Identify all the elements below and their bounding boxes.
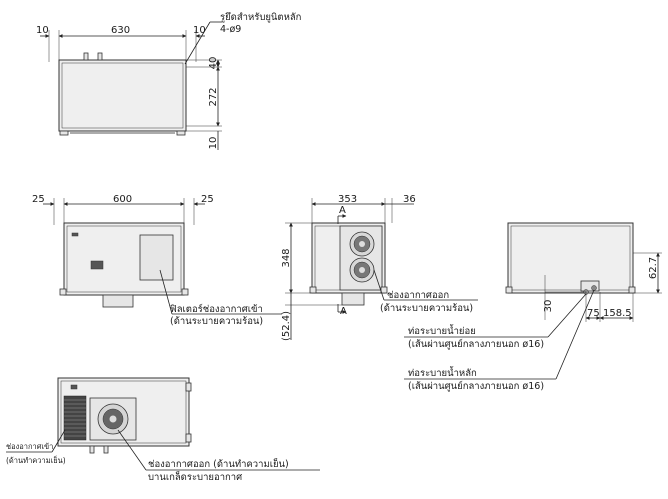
bottom-louver-label: บานเกล็ดระบายอากาศ xyxy=(148,470,242,483)
side-view: 353 36 A A 348 (52.4) ช่องอากาศออก (ด้าน… xyxy=(281,194,478,341)
bottom-outlet-label: ช่องอากาศออก (ด้านทำความเย็น) xyxy=(148,457,289,470)
filter-sub: (ด้านระบายความร้อน) xyxy=(170,316,263,327)
mount-hole-spec: 4-ø9 xyxy=(220,24,241,35)
filter-label: ฟิลเตอร์ช่องอากาศเข้า xyxy=(170,303,263,315)
drain-main-label: ท่อระบายน้ำหลัก xyxy=(408,366,477,379)
front-margin-left-label: 25 xyxy=(32,194,45,205)
side-offset-label: 36 xyxy=(403,194,416,205)
front-width-label: 600 xyxy=(113,194,132,205)
bottom-view: ช่องอากาศเข้า (ด้านทำความเย็น) ช่องอากาศ… xyxy=(6,377,320,483)
top-height-top-label: 40 xyxy=(208,57,219,70)
top-view-body xyxy=(58,59,187,132)
top-margin-right-label: 10 xyxy=(193,25,206,36)
right-height-label: 62.7 xyxy=(648,257,659,279)
side-outlet-label: ช่องอากาศออก xyxy=(387,290,449,301)
side-bottom-label: (52.4) xyxy=(281,311,292,341)
top-height-bottom-label: 10 xyxy=(208,137,219,150)
drain-sub-label: ท่อระบายน้ำย่อย xyxy=(408,324,476,337)
drain-main-spec: (เส้นผ่านศูนย์กลางภายนอก ø16) xyxy=(408,380,544,392)
top-view: 630 10 10 40 272 10 รูยึดสำหรับยูนิตหลัก… xyxy=(36,12,302,150)
front-duct xyxy=(102,294,134,308)
bottom-inlet-label: ช่องอากาศเข้า xyxy=(6,442,53,451)
top-height-mid-label: 272 xyxy=(208,87,219,106)
side-width-label: 353 xyxy=(338,194,357,205)
right-offset-h2-label: 158.5 xyxy=(603,308,632,319)
top-margin-left-label: 10 xyxy=(36,25,49,36)
section-a-top: A xyxy=(339,205,346,216)
inlet-grille xyxy=(63,395,87,441)
front-view: 600 25 25 ฟิลเตอร์ช่องอากาศเข้า (ด้านระบ… xyxy=(32,194,282,327)
right-offset-h1-label: 75 xyxy=(587,308,600,319)
side-duct xyxy=(341,292,365,306)
bottom-inlet-sub: (ด้านทำความเย็น) xyxy=(6,455,66,465)
section-a-bottom: A xyxy=(340,306,347,317)
drain-sub-spec: (เส้นผ่านศูนย์กลางภายนอก ø16) xyxy=(408,338,544,350)
right-offset-v-label: 30 xyxy=(543,300,554,313)
nameplate xyxy=(90,260,104,270)
side-outlet-sub: (ด้านระบายความร้อน) xyxy=(380,303,473,314)
mount-hole-label: รูยึดสำหรับยูนิตหลัก xyxy=(220,12,302,23)
filter-panel xyxy=(139,234,174,281)
right-view: 62.7 30 75 158.5 ท่อระบายน้ำย่อย (เส้นผ่… xyxy=(404,222,662,392)
side-height-label: 348 xyxy=(281,248,292,267)
top-width-label: 630 xyxy=(111,25,130,36)
drain-main-icon xyxy=(591,285,597,291)
front-margin-right-label: 25 xyxy=(201,194,214,205)
drain-outlet xyxy=(580,280,600,292)
right-view-body xyxy=(507,222,634,294)
